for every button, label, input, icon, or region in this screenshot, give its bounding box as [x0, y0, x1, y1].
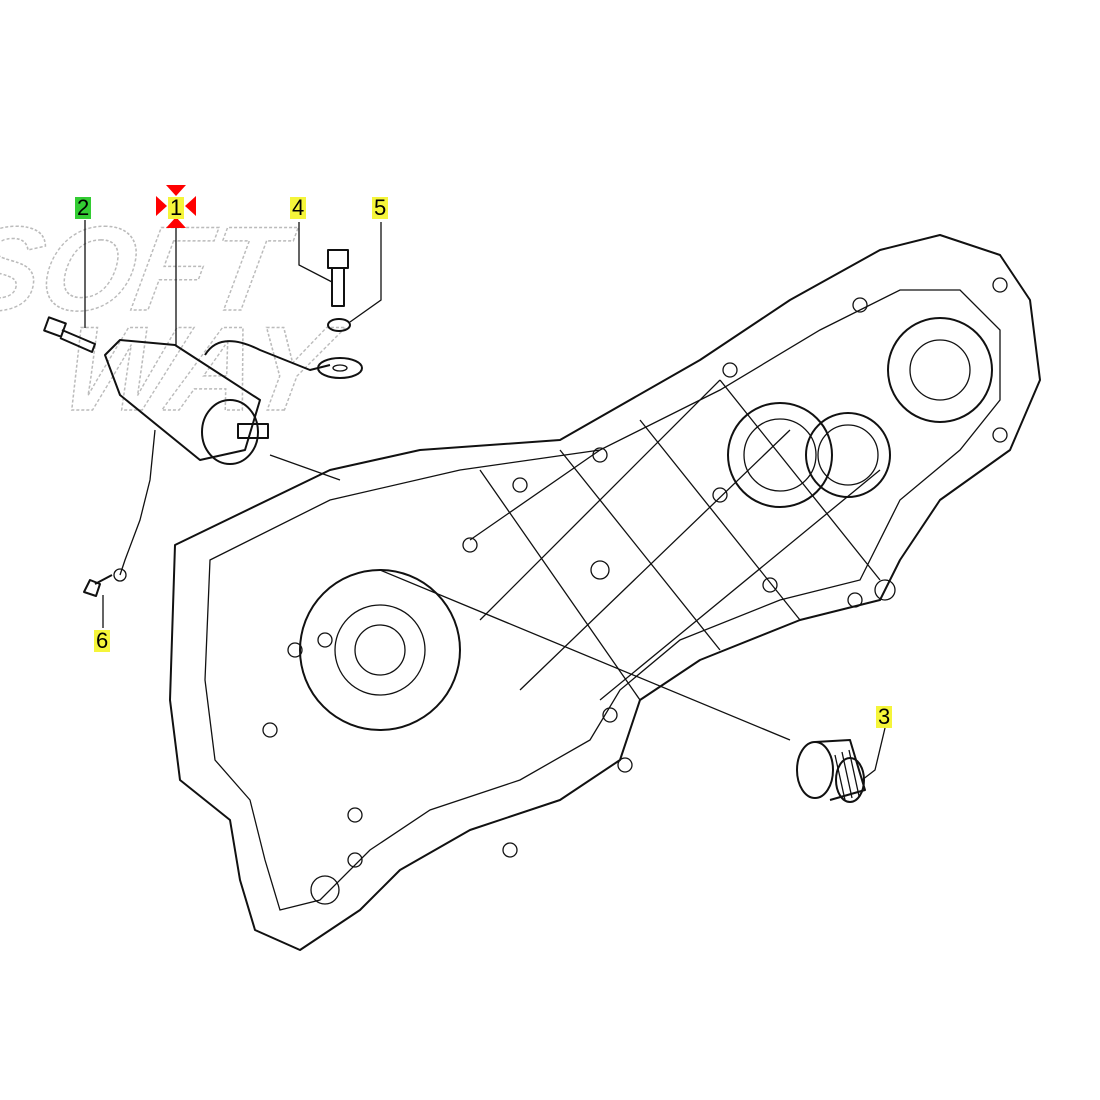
starter-motor: [104, 339, 363, 582]
crankcase: [169, 234, 1041, 951]
leader-lines: [84, 220, 886, 781]
callout-part-3[interactable]: 3: [876, 704, 893, 729]
selection-marker-icon: [156, 185, 196, 228]
screw-part-6: [83, 574, 113, 597]
svg-text:WAY: WAY: [53, 302, 350, 436]
callout-part-6[interactable]: 6: [94, 628, 111, 653]
watermark-logo: SOFT WAY: [0, 201, 351, 436]
starter-gear-part-3: [796, 739, 866, 803]
bolt-part-4: [327, 249, 349, 307]
bolt-part-2: [43, 316, 96, 353]
callout-part-2[interactable]: 2: [75, 195, 92, 220]
callout-part-4[interactable]: 4: [290, 195, 307, 220]
svg-text:SOFT: SOFT: [0, 202, 303, 336]
callout-part-5[interactable]: 5: [372, 195, 389, 220]
washer-part-5: [327, 318, 351, 332]
callout-part-1[interactable]: 1: [168, 195, 185, 220]
